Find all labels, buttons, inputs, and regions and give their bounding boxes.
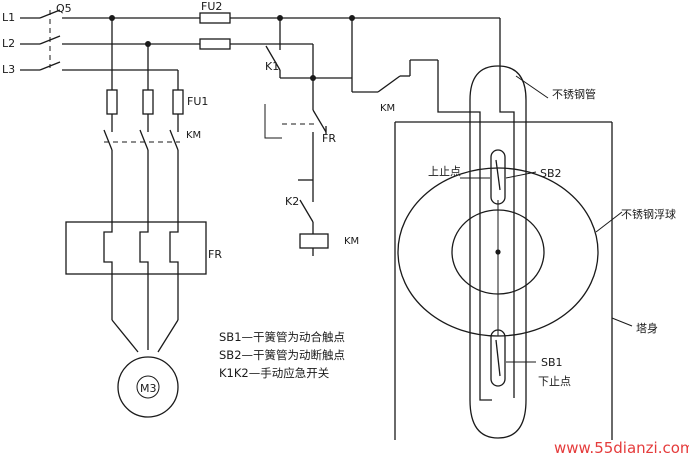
label-l3: L3 [2, 63, 15, 76]
float-ball [397, 167, 623, 337]
control-circuit [255, 18, 439, 256]
label-fr-relay: FR [208, 248, 222, 261]
label-k2: K2 [285, 195, 299, 208]
note-sb1: SB1—干簧管为动合触点 [219, 330, 345, 344]
label-km-contact: KM [380, 103, 395, 114]
label-k1: K1 [265, 60, 279, 73]
note-k1k2: K1K2—手动应急开关 [219, 366, 330, 380]
sb1-reed [490, 329, 536, 387]
fu2-fuses [199, 12, 501, 100]
label-lower-stop: 下止点 [538, 375, 571, 388]
note-sb2: SB2—干簧管为动断触点 [219, 348, 345, 362]
stainless-tube [437, 65, 549, 439]
label-l2: L2 [2, 37, 15, 50]
main-circuit [65, 18, 207, 353]
label-q5: Q5 [56, 2, 72, 15]
label-sb1: SB1 [541, 356, 563, 369]
label-km-coil: KM [344, 236, 359, 247]
label-m3: M3 [140, 382, 157, 395]
label-fu1: FU1 [187, 95, 208, 108]
label-sb2: SB2 [540, 167, 562, 180]
label-stainless-float: 不锈钢浮球 [621, 207, 676, 221]
label-km-main: KM [186, 130, 201, 141]
motor-m3 [117, 356, 179, 418]
supply-lines [20, 9, 200, 71]
sb2-reed [460, 149, 537, 205]
label-fr-ctrl: FR [322, 132, 336, 145]
junction-dots [109, 15, 355, 81]
label-stainless-tube: 不锈钢管 [552, 87, 596, 101]
label-tower-body: 塔身 [636, 321, 658, 335]
watermark: www.55dianzi.com [554, 439, 689, 457]
label-l1: L1 [2, 11, 15, 24]
tower-body [394, 121, 633, 440]
label-upper-stop: 上止点 [428, 165, 461, 178]
label-fu2: FU2 [201, 0, 222, 13]
